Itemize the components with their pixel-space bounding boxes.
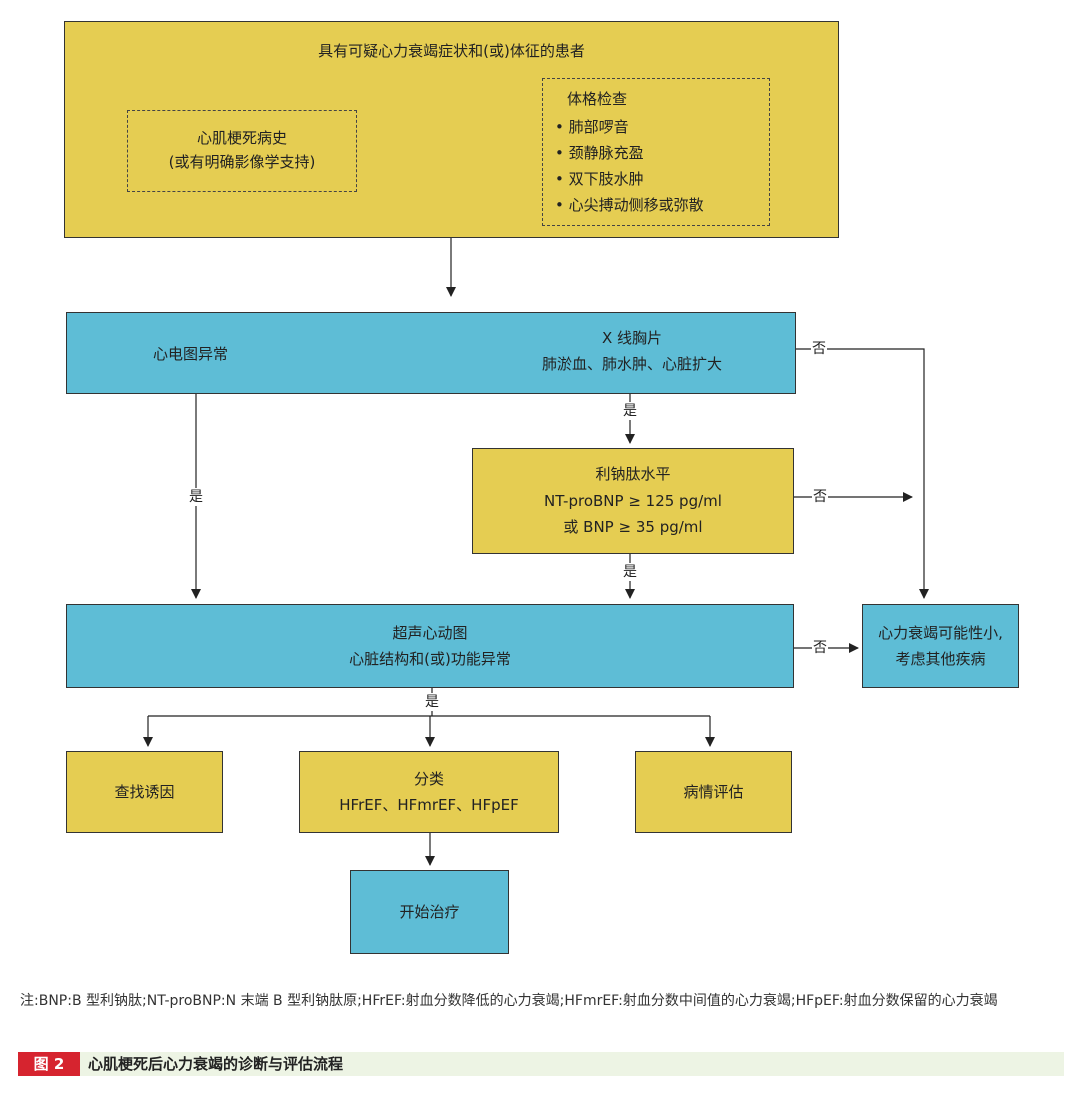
ecg-label: 心电图异常 bbox=[153, 345, 229, 363]
yes-label: 是 bbox=[424, 693, 440, 711]
treat-label: 开始治疗 bbox=[399, 903, 460, 921]
no-label: 否 bbox=[812, 639, 828, 657]
echo-detail: 心脏结构和(或)功能异常 bbox=[349, 650, 511, 668]
figure-title: 心肌梗死后心力衰竭的诊断与评估流程 bbox=[88, 1055, 344, 1073]
exam-box: 体格检查 • 肺部啰音 • 颈静脉充盈 • 双下肢水肿 • 心尖搏动侧移或弥散 bbox=[542, 78, 770, 226]
assess-label: 病情评估 bbox=[683, 783, 744, 801]
figure-badge: 图 2 bbox=[18, 1052, 80, 1076]
yes-label: 是 bbox=[188, 488, 204, 506]
classify-box: 分类 HFrEF、HFmrEF、HFpEF bbox=[299, 751, 559, 833]
bnp-line-1: NT-proBNP ≥ 125 pg/ml bbox=[544, 492, 722, 510]
unlikely-line-2: 考虑其他疾病 bbox=[895, 650, 986, 668]
unlikely-hf-box: 心力衰竭可能性小, 考虑其他疾病 bbox=[862, 604, 1019, 688]
xray-title: X 线胸片 bbox=[601, 329, 663, 347]
find-cause-box: 查找诱因 bbox=[66, 751, 223, 833]
no-label: 否 bbox=[811, 340, 827, 358]
assess-box: 病情评估 bbox=[635, 751, 792, 833]
exam-item: • 心尖搏动侧移或弥散 bbox=[555, 196, 704, 214]
history-line-2: (或有明确影像学支持) bbox=[168, 153, 316, 171]
unlikely-line-1: 心力衰竭可能性小, bbox=[878, 624, 1003, 642]
no-label: 否 bbox=[812, 488, 828, 506]
classify-detail: HFrEF、HFmrEF、HFpEF bbox=[339, 796, 519, 814]
exam-item: • 肺部啰音 bbox=[555, 118, 629, 136]
exam-item: • 双下肢水肿 bbox=[555, 170, 644, 188]
symptom-title: 具有可疑心力衰竭症状和(或)体征的患者 bbox=[318, 42, 585, 60]
bnp-box: 利钠肽水平 NT-proBNP ≥ 125 pg/ml 或 BNP ≥ 35 p… bbox=[472, 448, 794, 554]
arrow-xray-no bbox=[796, 348, 929, 599]
yes-label: 是 bbox=[622, 563, 638, 581]
echo-box: 超声心动图 心脏结构和(或)功能异常 bbox=[66, 604, 794, 688]
find-cause-label: 查找诱因 bbox=[114, 783, 175, 801]
bnp-line-2: 或 BNP ≥ 35 pg/ml bbox=[563, 518, 703, 536]
history-line-1: 心肌梗死病史 bbox=[196, 129, 287, 147]
echo-title: 超声心动图 bbox=[392, 624, 468, 642]
exam-item: • 颈静脉充盈 bbox=[555, 144, 644, 162]
symptom-box: 具有可疑心力衰竭症状和(或)体征的患者 心肌梗死病史 (或有明确影像学支持) 体… bbox=[64, 21, 839, 238]
xray-detail: 肺淤血、肺水肿、心脏扩大 bbox=[541, 355, 722, 373]
caption-bar bbox=[18, 1052, 1064, 1076]
exam-title: 体格检查 bbox=[567, 90, 628, 108]
history-box: 心肌梗死病史 (或有明确影像学支持) bbox=[127, 110, 357, 192]
treat-box: 开始治疗 bbox=[350, 870, 509, 954]
ecg-xray-box: 心电图异常 X 线胸片 肺淤血、肺水肿、心脏扩大 bbox=[66, 312, 796, 394]
footnote: 注:BNP:B 型利钠肽;NT-proBNP:N 末端 B 型利钠肽原;HFrE… bbox=[20, 993, 998, 1009]
bnp-title: 利钠肽水平 bbox=[595, 465, 671, 483]
yes-label: 是 bbox=[622, 402, 638, 420]
classify-title: 分类 bbox=[413, 770, 444, 788]
